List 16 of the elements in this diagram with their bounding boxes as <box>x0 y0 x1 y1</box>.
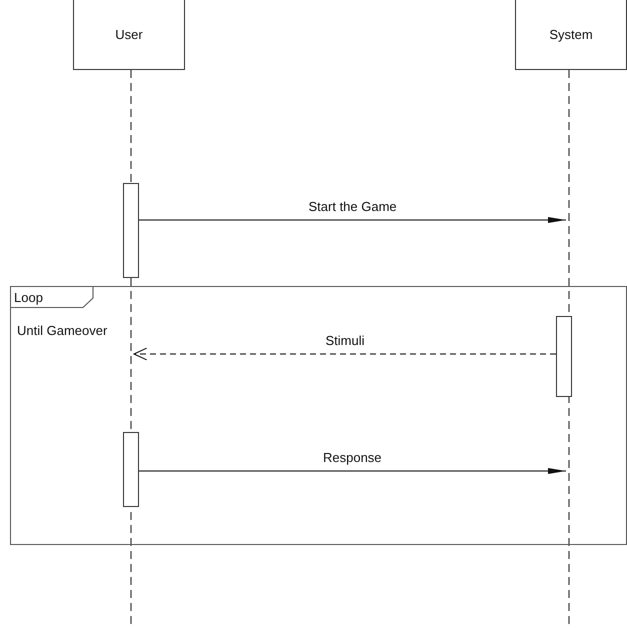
participant-name: User <box>115 27 143 42</box>
message-label: Stimuli <box>326 333 365 348</box>
activation-bar <box>123 432 139 507</box>
activation-bar <box>123 183 139 278</box>
message-label: Response <box>323 450 382 465</box>
loop-frame <box>10 286 627 545</box>
activation-bar <box>556 316 572 397</box>
message-arrow <box>134 348 556 360</box>
message-label: Start the Game <box>308 199 397 214</box>
message-arrow <box>138 468 566 474</box>
frame-operator: Loop <box>14 290 43 305</box>
participant-box <box>73 0 185 70</box>
message-arrow <box>138 217 566 223</box>
participant-box <box>515 0 627 70</box>
loop-guard: Until Gameover <box>17 323 108 338</box>
participant-name: System <box>549 27 593 42</box>
